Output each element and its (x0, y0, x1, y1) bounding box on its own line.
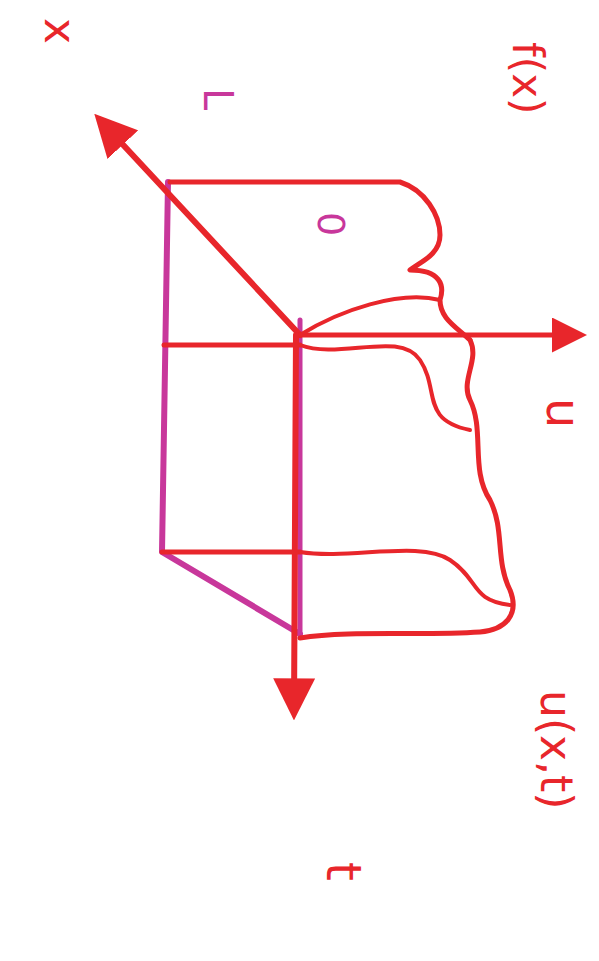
surface-curve (300, 345, 470, 430)
section-line (164, 343, 300, 348)
surface-curve (300, 297, 440, 335)
axis-label: t (320, 862, 368, 881)
u-axis (300, 333, 580, 338)
domain-boundary (162, 182, 300, 634)
value-label: 0 (312, 212, 350, 236)
section-line (162, 550, 300, 555)
t-axis (294, 335, 296, 712)
length-label: L (198, 88, 238, 110)
surface-edge (300, 340, 513, 638)
axis-label: u (540, 398, 588, 428)
x-axis (100, 120, 300, 335)
function-label: u(x,t) (534, 690, 578, 810)
function-label: f(x) (506, 42, 548, 114)
axis-label: x (38, 18, 82, 44)
initial-profile (170, 182, 470, 340)
surface-curve (300, 551, 510, 605)
